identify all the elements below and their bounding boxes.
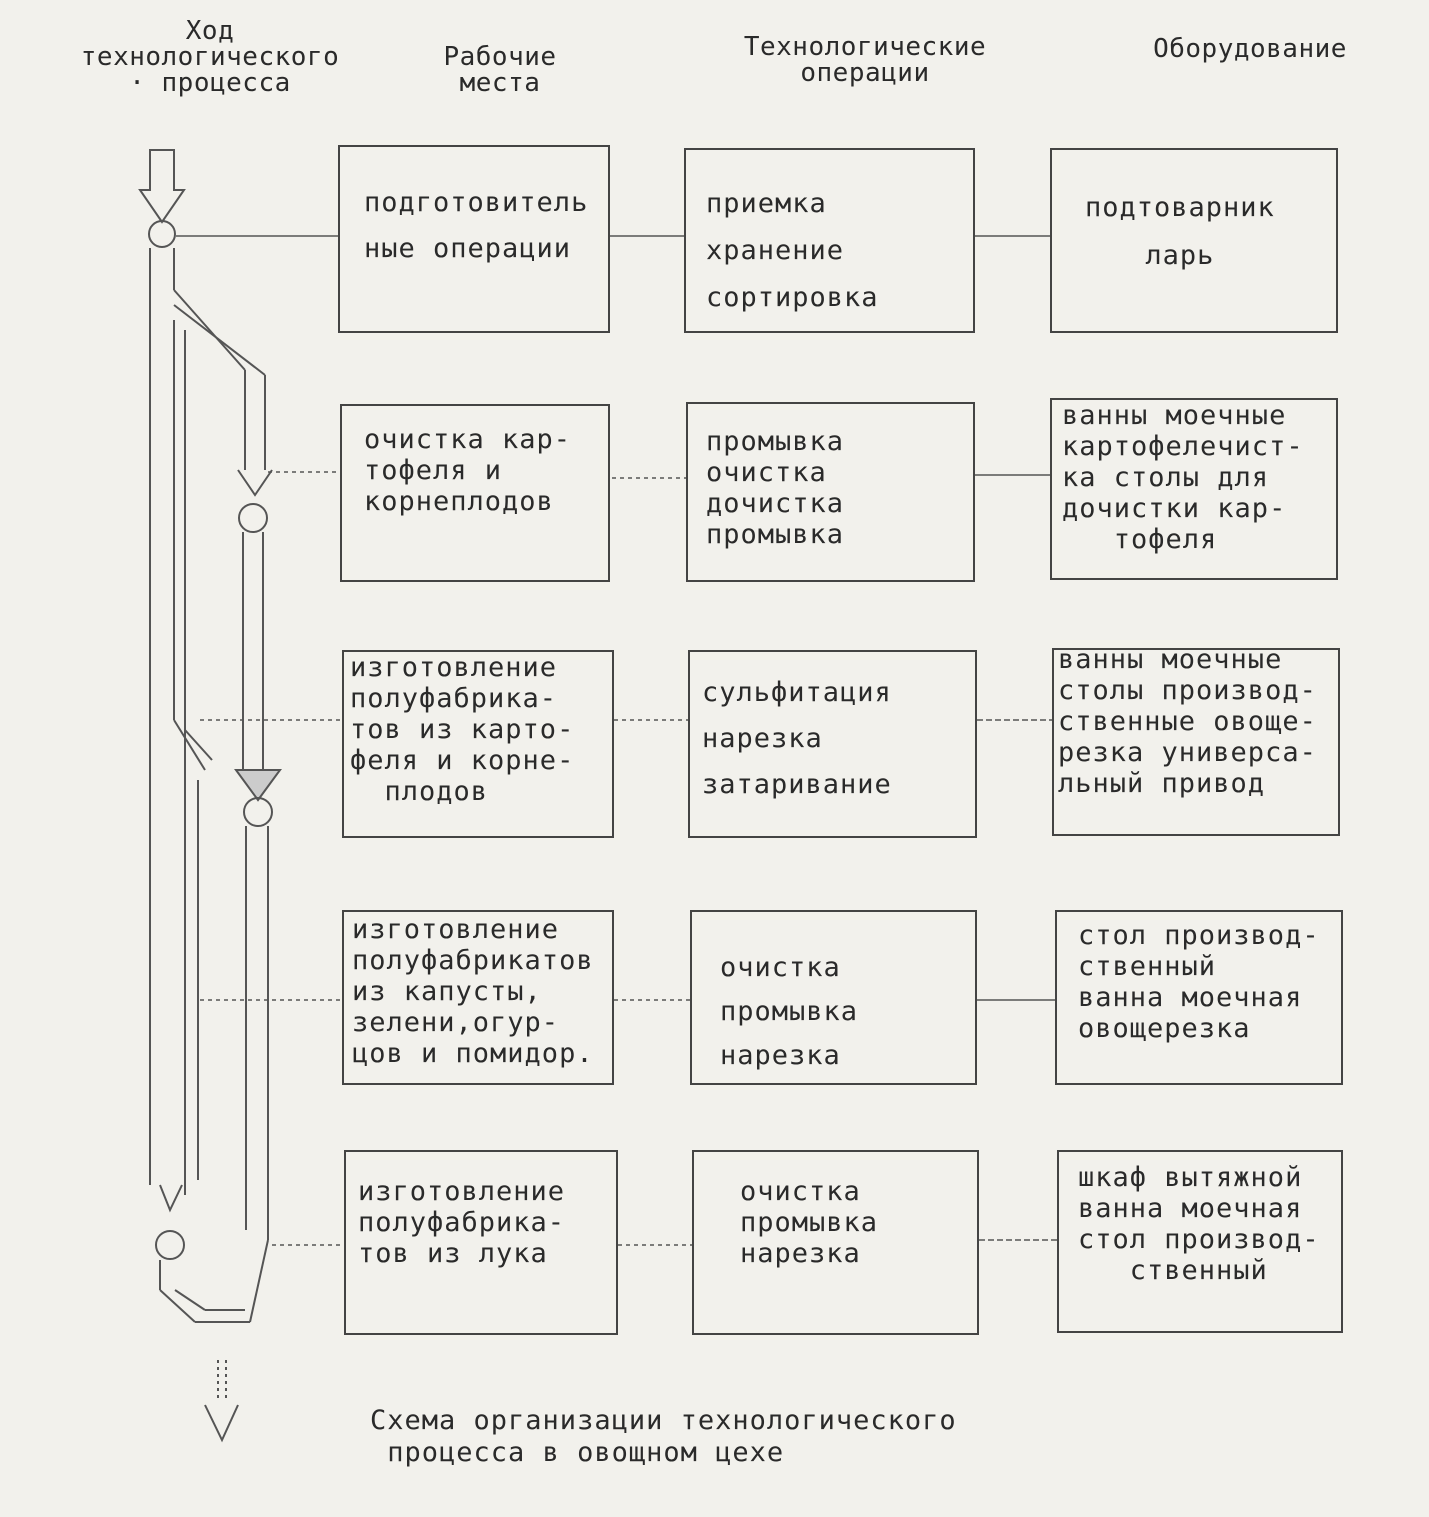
operations-text-2: промывка очистка дочистка промывка xyxy=(706,426,845,550)
workplace-text-5: изготовление полуфабрика- тов из лука xyxy=(358,1176,566,1269)
branch-rail-b xyxy=(173,304,266,376)
equipment-text-1: подтоварник ларь xyxy=(1085,192,1275,271)
equipment-text-3: ванны моечные столы производ- ственные о… xyxy=(1058,644,1317,799)
workplace-text-2: очистка кар- тофеля и корнеплодов xyxy=(364,424,572,517)
flow-node-4 xyxy=(155,1230,185,1260)
workplace-box-5 xyxy=(344,1150,618,1335)
operations-text-3: сульфитация нарезка затаривание xyxy=(702,677,892,800)
workplace-text-1: подготовитель ные операции xyxy=(364,187,589,264)
equipment-text-4: стол производ- ственный ванна моечная ов… xyxy=(1078,920,1320,1044)
branch-rail-a xyxy=(173,289,246,371)
operations-box-1 xyxy=(684,148,975,333)
flow-exit-arrow xyxy=(204,1404,239,1443)
workplace-box-2 xyxy=(340,404,610,582)
branch-arrow-2 xyxy=(234,769,282,802)
operations-box-2 xyxy=(686,402,975,582)
operations-text-1: приемка хранение сортировка xyxy=(706,188,879,313)
equipment-box-1 xyxy=(1050,148,1338,333)
flow-node-3 xyxy=(243,797,273,827)
header-equipment: Оборудование xyxy=(1153,34,1347,64)
operations-box-5 xyxy=(692,1150,979,1335)
operations-box-4 xyxy=(690,910,977,1085)
equipment-box-4 xyxy=(1055,910,1343,1085)
equipment-box-5 xyxy=(1057,1150,1343,1333)
header-workplaces: Рабочие места xyxy=(443,42,557,98)
equipment-box-2 xyxy=(1050,398,1338,580)
header-process-flow: Ход технологического · процесса xyxy=(80,16,340,98)
workplace-text-3: изготовление полуфабрика- тов из карто- … xyxy=(350,652,575,807)
lower-arrow xyxy=(159,1184,183,1213)
flow-node-1 xyxy=(148,220,176,248)
workplace-box-4 xyxy=(342,910,614,1085)
equipment-box-3 xyxy=(1052,648,1340,836)
equipment-text-5: шкаф вытяжной ванна моечная стол произво… xyxy=(1078,1162,1320,1286)
equipment-text-2: ванны моечные картофелечист- ка столы дл… xyxy=(1062,400,1304,555)
operations-box-3 xyxy=(688,650,977,838)
workplace-box-3 xyxy=(342,650,614,838)
operations-text-4: очистка промывка нарезка xyxy=(720,952,859,1071)
operations-text-5: очистка промывка нарезка xyxy=(740,1176,879,1269)
header-operations: Технологические операции xyxy=(743,32,987,88)
flow-node-2 xyxy=(238,503,268,533)
branch-arrow-1 xyxy=(237,469,273,497)
workplace-text-4: изготовление полуфабрикатов из капусты, … xyxy=(352,914,594,1069)
flow-entry-arrow xyxy=(138,149,186,224)
diagram-caption: Схема организации технологического проце… xyxy=(370,1405,957,1468)
workplace-box-1 xyxy=(338,145,610,333)
